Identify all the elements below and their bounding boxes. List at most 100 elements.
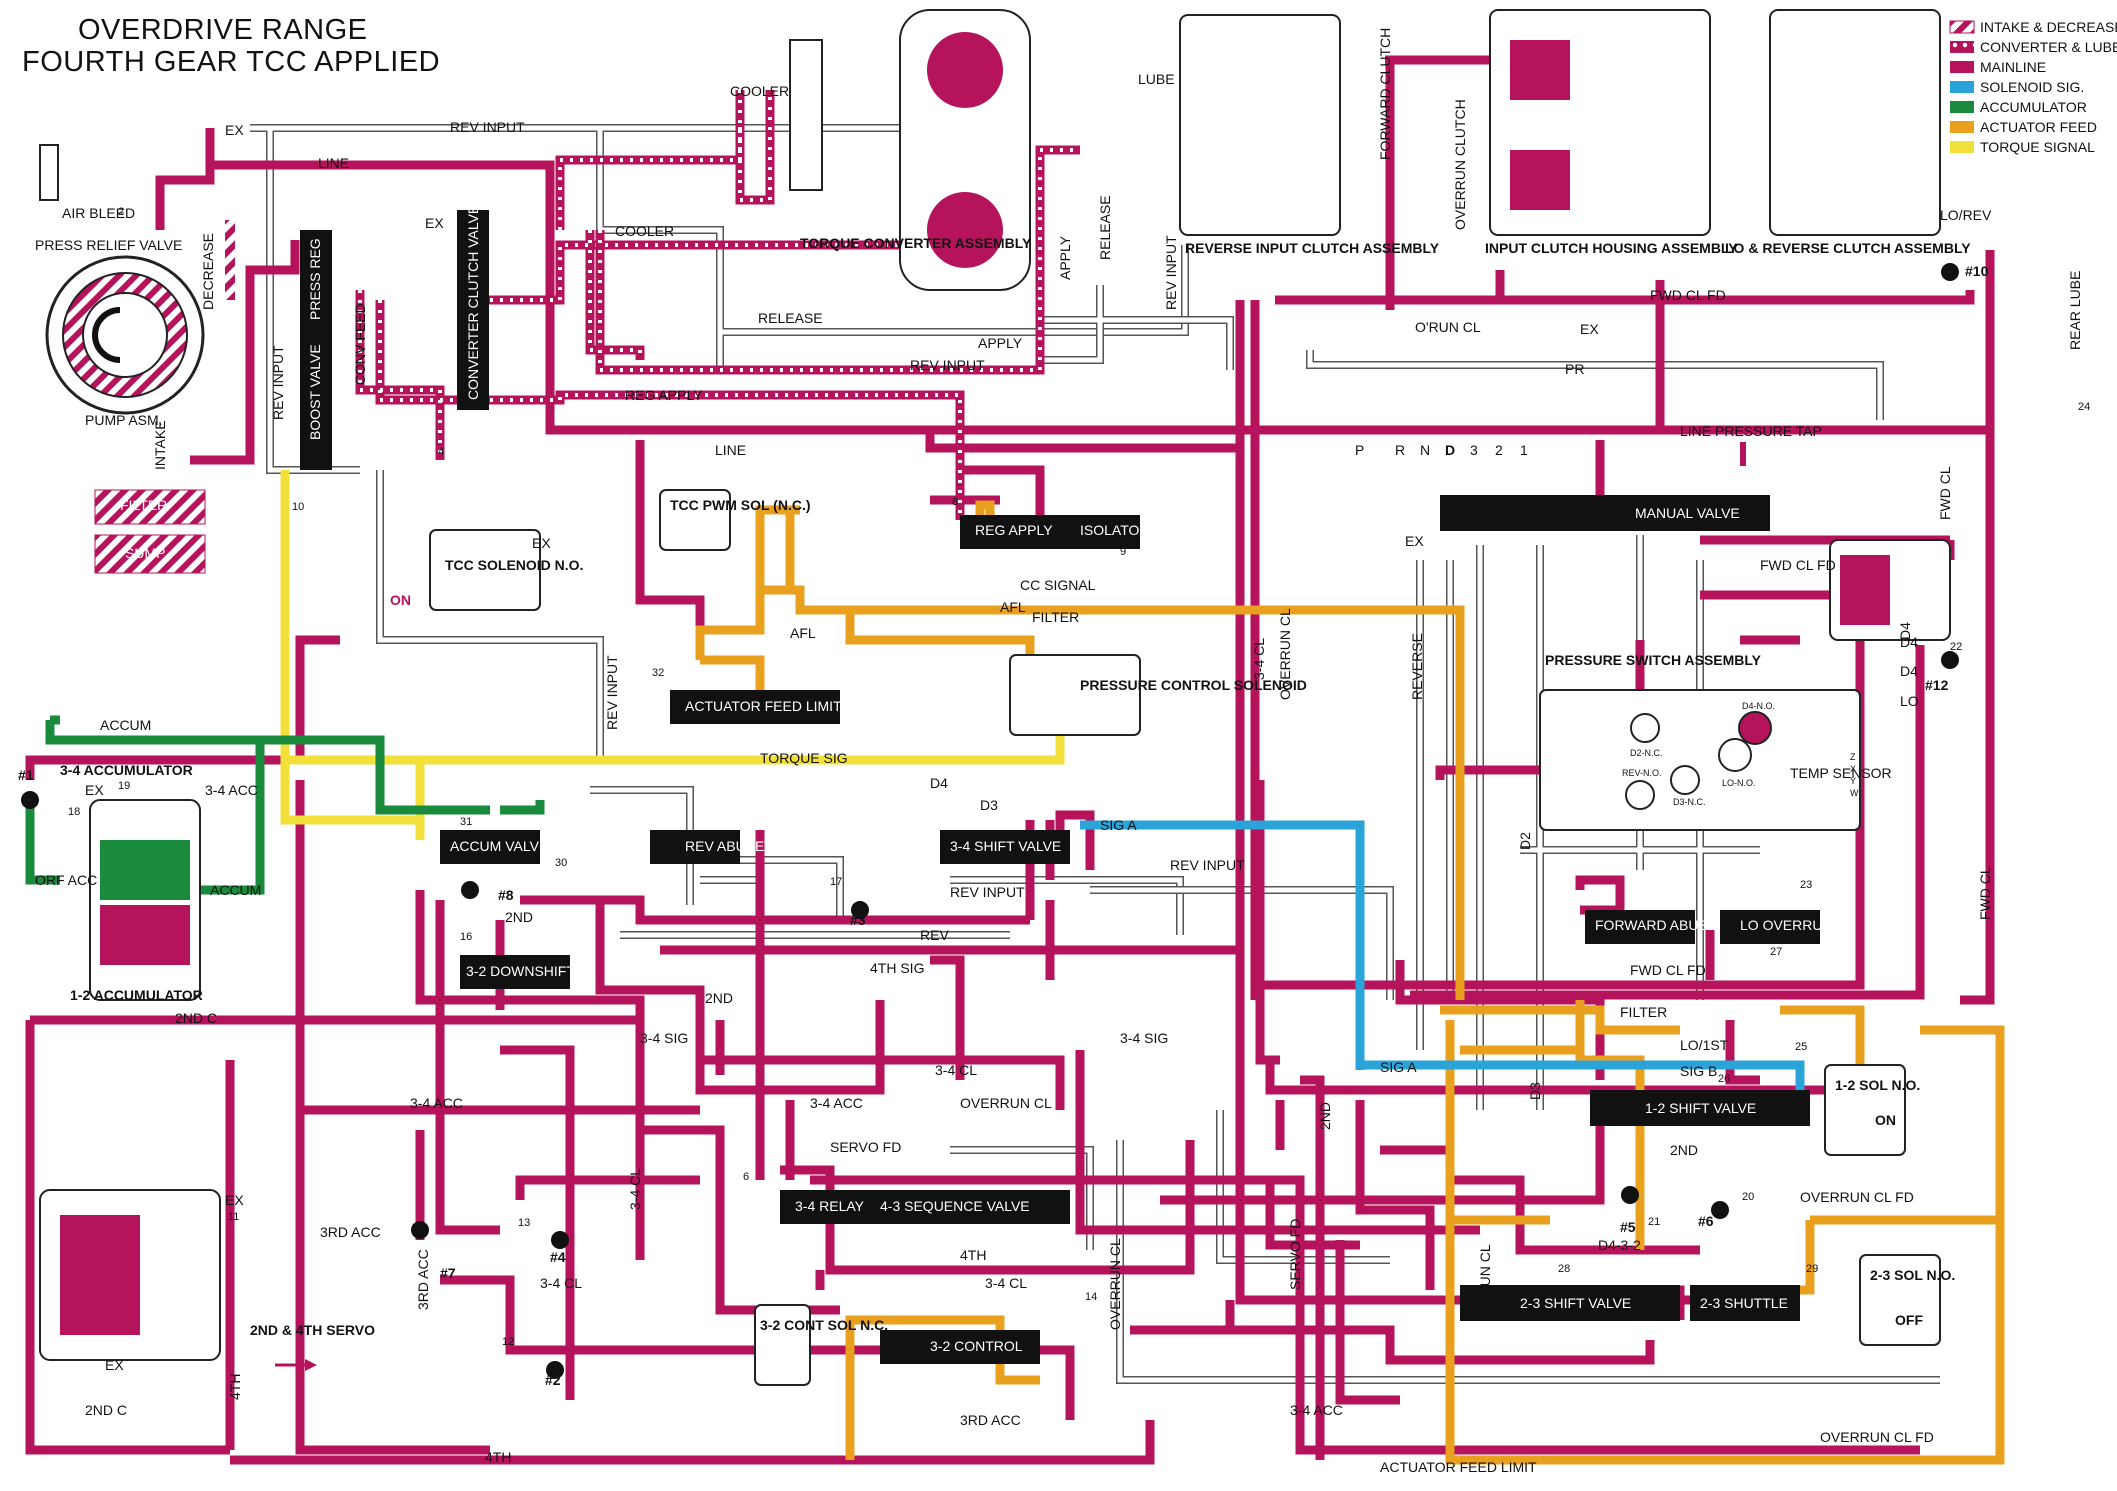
passage-reg-apply: REG APPLY — [625, 387, 703, 403]
passage-4th-b: 4TH — [485, 1449, 511, 1465]
label-lo-reverse: LO & REVERSE CLUTCH ASSEMBLY — [1725, 240, 1971, 256]
label-temp-sensor: TEMP SENSOR — [1790, 765, 1892, 781]
ex-8: EX — [1580, 321, 1599, 337]
converter-clutch-valve — [457, 210, 489, 410]
ex-1: EX — [225, 122, 244, 138]
rev-abuse-valve — [650, 830, 740, 864]
label-reverse-input: REVERSE INPUT CLUTCH ASSEMBLY — [1185, 240, 1440, 256]
passage-34-acc-c: 3-4 ACC — [1290, 1402, 1343, 1418]
label-pressure-control: PRESSURE CONTROL SOLENOID — [1080, 677, 1307, 693]
switch-rev: REV-N.O. — [1622, 768, 1662, 778]
passage-oru-cl: O'RUN CL — [1415, 319, 1481, 335]
passage-rev-input-low: REV INPUT — [1170, 857, 1245, 873]
label-manual: MANUAL VALVE — [1635, 505, 1740, 521]
passage-fwd-cl-fd-b: FWD CL FD — [1760, 557, 1836, 573]
checkball-8: #8 — [498, 887, 514, 903]
passage-4th: 4TH — [960, 1247, 986, 1263]
pressure-switch-labels: D2-N.C. D4-N.O. REV-N.O. D3-N.C. LO-N.O.… — [1622, 701, 1859, 807]
orifice-22: 22 — [1950, 641, 1962, 653]
passage-reverse: REVERSE — [1409, 633, 1425, 700]
orifice-19: 19 — [118, 780, 130, 792]
ex-3: EX — [532, 535, 551, 551]
label-press-reg: PRESS REG — [307, 238, 323, 320]
checkball-10: #10 — [1965, 263, 1989, 279]
ex-5: EX — [225, 1192, 244, 1208]
diagram-title: OVERDRIVE RANGE — [78, 14, 368, 46]
lo-overrun-valve — [1720, 910, 1820, 944]
label-converter-clutch: CONVERTER CLUTCH VALVE — [465, 205, 481, 400]
passage-overrun-clutch: OVERRUN CLUTCH — [1452, 99, 1468, 230]
legend-swatch-converter — [1950, 41, 1974, 53]
passage-d2-v: D2 — [1517, 832, 1533, 850]
switch-d4: D4-N.O. — [1742, 701, 1775, 711]
label-actuator-feed: ACTUATOR FEED LIMIT — [685, 698, 842, 714]
label-shift-23: 2-3 SHIFT VALVE — [1520, 1295, 1631, 1311]
orifice-11: 11 — [228, 1211, 239, 1223]
pump-rotation-arrow — [92, 307, 121, 363]
passage-rev-input-mid: REV INPUT — [910, 357, 985, 373]
passage-overrun-cl: OVERRUN CL — [960, 1095, 1052, 1111]
passage-orf-acc: ORF ACC — [35, 872, 97, 888]
legend-swatch-intake — [1949, 20, 1975, 34]
passage-pr: PR — [1565, 361, 1584, 377]
label-press-relief: PRESS RELIEF VALVE — [35, 237, 182, 253]
assembly-drawings — [39, 9, 1951, 1386]
passage-d432: D4-3-2 — [1598, 1237, 1641, 1253]
passage-2nd: 2ND — [505, 909, 533, 925]
reverse-input-drawing — [1179, 14, 1341, 236]
passage-apply-v: APPLY — [1057, 235, 1073, 280]
label-sol-32: 3-2 CONT SOL N.C. — [760, 1317, 888, 1333]
legend-converter: CONVERTER & LUBE — [1980, 39, 2117, 55]
passage-34-cl-v: 3-4 CL — [1251, 638, 1267, 680]
passage-34-sig-b: 3-4 SIG — [1120, 1030, 1168, 1046]
checkball-1: #1 — [18, 767, 34, 783]
temp-w: W — [1850, 788, 1859, 798]
checkball-2: #2 — [545, 1372, 561, 1388]
passage-intake: INTAKE — [152, 420, 168, 470]
temp-z: Z — [1850, 752, 1856, 762]
passage-34-acc-b: 3-4 ACC — [810, 1095, 863, 1111]
passage-fwd-cl-fd: FWD CL FD — [1650, 287, 1726, 303]
diagram-subtitle: FOURTH GEAR TCC APPLIED — [22, 46, 441, 78]
gear-3: 3 — [1470, 442, 1478, 458]
passage-d4-b: D4 — [1900, 634, 1918, 650]
gear-d: D — [1445, 442, 1455, 458]
passage-d4-c: D4 — [1900, 663, 1918, 679]
ex-2: EX — [425, 215, 444, 231]
label-lo-overrun: LO OVERRUN — [1740, 917, 1833, 933]
orifice-29: 29 — [1806, 1263, 1818, 1275]
label-torque-converter: TORQUE CONVERTER ASSEMBLY — [800, 235, 1032, 251]
legend-swatch-torque — [1950, 141, 1974, 153]
orifice-9: 9 — [1120, 546, 1126, 558]
passage-line-mid: LINE — [715, 442, 746, 458]
d2-switch — [1630, 713, 1660, 743]
label-pressure-switch: PRESSURE SWITCH ASSEMBLY — [1545, 652, 1762, 668]
label-line-tap: LINE PRESSURE TAP — [1680, 423, 1822, 439]
passage-lo-1st: LO/1ST — [1680, 1037, 1729, 1053]
label-isolator: ISOLATOR — [1080, 522, 1150, 538]
legend-swatch-actuator — [1950, 121, 1974, 133]
passage-release-v: RELEASE — [1097, 195, 1113, 260]
d3-switch — [1670, 765, 1700, 795]
rev-switch — [1625, 780, 1655, 810]
checkball-7: #7 — [440, 1265, 456, 1281]
control-32-valve — [880, 1330, 1040, 1364]
label-accum-12: 1-2 ACCUMULATOR — [70, 987, 203, 1003]
label-accum-34: 3-4 ACCUMULATOR — [60, 762, 193, 778]
orifice-6: 6 — [743, 1171, 749, 1183]
passage-release: RELEASE — [758, 310, 823, 326]
shift-23-valve — [1460, 1285, 1680, 1321]
forward-abuse-valve — [1585, 910, 1695, 944]
passage-afl-2: AFL — [1000, 599, 1026, 615]
orifice-21: 21 — [1648, 1216, 1660, 1228]
switch-d2: D2-N.C. — [1630, 748, 1663, 758]
accum-valve — [440, 830, 540, 864]
orifice-numbers: 2 4 6 8 9 10 11 12 13 14 16 17 18 19 20 … — [68, 206, 2090, 1348]
passage-afl-limit: ACTUATOR FEED LIMIT — [1380, 1459, 1537, 1475]
orifice-23: 23 — [1800, 879, 1812, 891]
orifice-13: 13 — [518, 1217, 530, 1229]
passage-rev-inp: REV INPUT — [950, 884, 1025, 900]
orifice-18: 18 — [68, 806, 80, 818]
label-servo: 2ND & 4TH SERVO — [250, 1322, 375, 1338]
label-control-32: 3-2 CONTROL — [930, 1338, 1023, 1354]
